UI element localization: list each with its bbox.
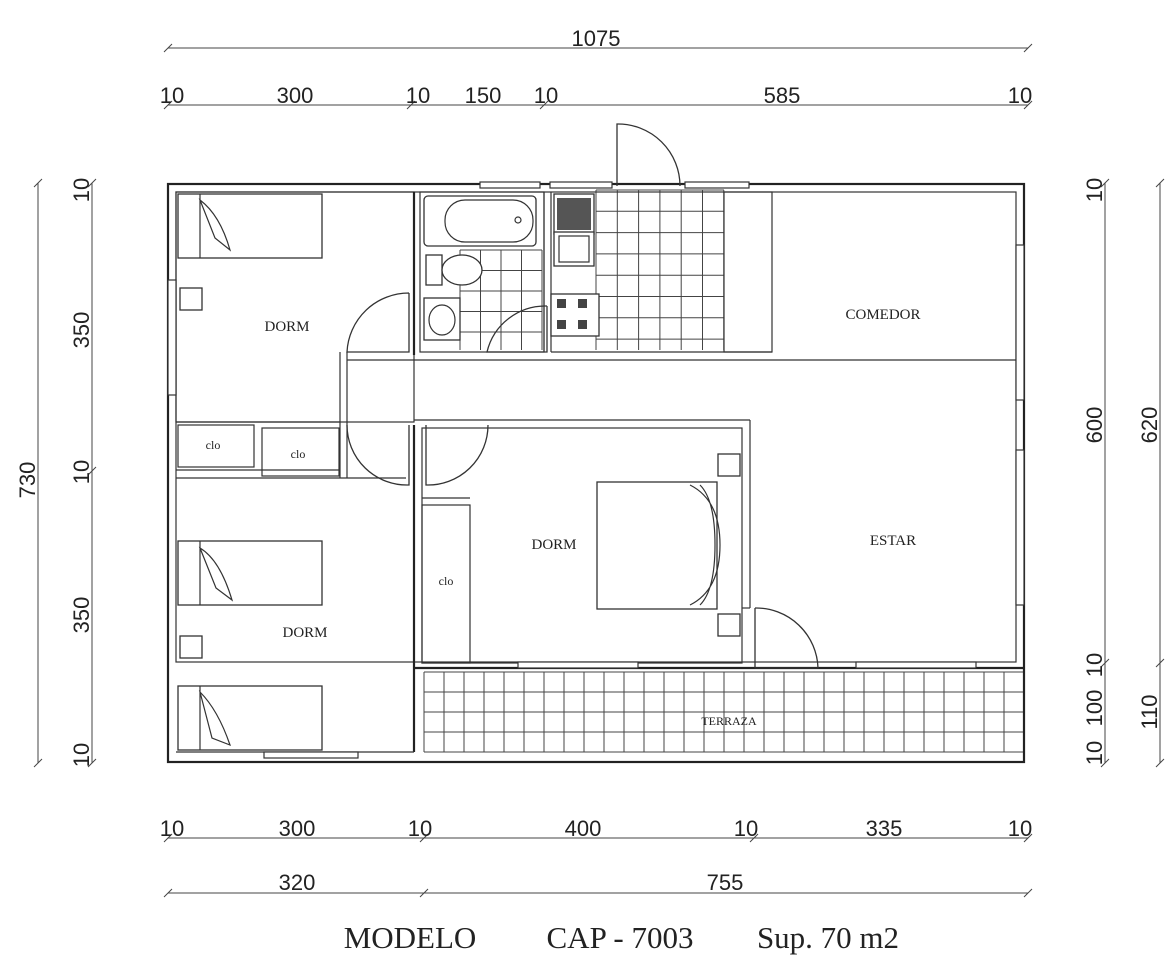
dim-right-outer-1: 620 <box>1137 407 1162 444</box>
room-label-terraza: TERRAZA <box>701 714 757 728</box>
dim-top-5: 10 <box>534 83 558 108</box>
windows <box>167 181 1025 759</box>
closet-label-3: clo <box>439 574 454 588</box>
title-model: MODELO <box>344 920 477 955</box>
closet-label-2: clo <box>291 447 306 461</box>
dim-left-4: 350 <box>69 597 94 634</box>
title-code: CAP - 7003 <box>547 920 694 955</box>
dim-top-4: 150 <box>465 83 502 108</box>
dim-right-5: 10 <box>1082 741 1107 765</box>
dim-top-3: 10 <box>406 83 430 108</box>
dim-left-5: 10 <box>69 743 94 767</box>
dim-right-outer-2: 110 <box>1137 694 1162 729</box>
closet-label-1: clo <box>206 438 221 452</box>
dim-right-3: 10 <box>1082 653 1107 677</box>
dim-left-1: 10 <box>69 178 94 202</box>
room-label-dorm-bottom: DORM <box>282 625 327 641</box>
dim-bottom-4: 400 <box>565 816 602 841</box>
title-area: Sup. 70 m2 <box>757 920 899 955</box>
dim-bottom-total-1: 320 <box>279 870 316 895</box>
room-label-dorm-middle: DORM <box>531 537 576 553</box>
room-label-comedor: COMEDOR <box>845 307 920 323</box>
dim-right-1: 10 <box>1082 178 1107 202</box>
dim-bottom-5: 10 <box>734 816 758 841</box>
dim-top-7: 10 <box>1008 83 1032 108</box>
dim-bottom-total-2: 755 <box>707 870 744 895</box>
room-label-dorm-top: DORM <box>264 319 309 335</box>
dim-bottom-7: 10 <box>1008 816 1032 841</box>
dim-left-3: 10 <box>69 460 94 484</box>
dim-bottom-6: 335 <box>866 816 903 841</box>
dim-top-total: 1075 <box>572 26 621 51</box>
terrace-tiles <box>423 671 1025 753</box>
dim-bottom-1: 10 <box>160 816 184 841</box>
dim-bottom-2: 300 <box>279 816 316 841</box>
room-label-estar: ESTAR <box>870 533 916 549</box>
dim-left-total: 730 <box>15 462 40 499</box>
dim-right-4: 100 <box>1082 690 1107 727</box>
dim-top-6: 585 <box>764 83 801 108</box>
doors <box>346 123 819 669</box>
dim-top-1: 10 <box>160 83 184 108</box>
dim-right-2: 600 <box>1082 407 1107 444</box>
furniture <box>177 193 741 751</box>
dim-bottom-3: 10 <box>408 816 432 841</box>
dim-left-2: 350 <box>69 312 94 349</box>
dim-top-2: 300 <box>277 83 314 108</box>
dimension-lines <box>33 43 1165 898</box>
kitchen-tiles <box>595 189 725 350</box>
